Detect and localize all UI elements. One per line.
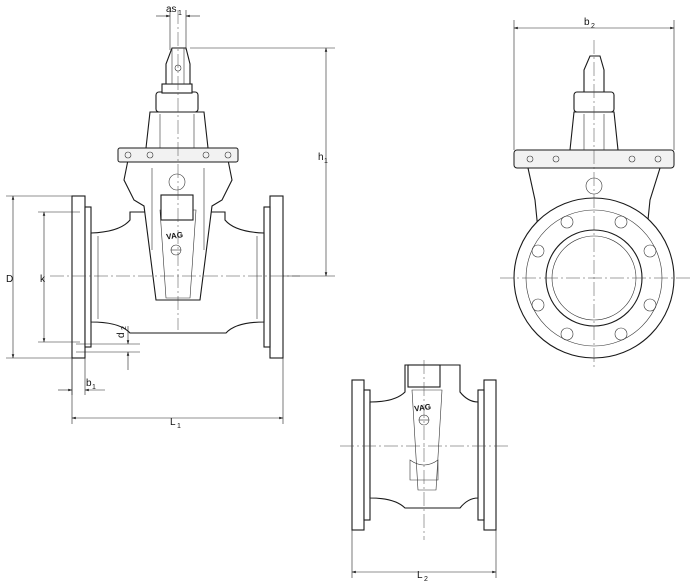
dim-d2-label: d [116,332,127,338]
dim-L2-label: L [417,570,423,581]
left-flange [71,195,86,359]
bottom-vag-logo-text: VAG [414,402,432,413]
dim-h1-sub: 1 [324,158,328,165]
dim-as1-sub: 1 [178,10,182,17]
bonnet-top [145,111,209,149]
stem-nut-housing [155,91,199,113]
bottom-left-flange [351,379,365,531]
vag-logo-text: VAG [166,230,184,241]
dim-d2-sub: 2 [121,326,128,330]
dim-b1-sub: 1 [92,384,96,391]
dim-h1-label: h [318,152,324,163]
bottom-view: VAG L 2 [340,360,508,583]
dim-L2-sub: 2 [424,576,428,583]
dim-L1-label: L [170,417,176,428]
side-view: b 2 [500,17,690,370]
dim-k-label: k [40,274,46,285]
front-view: VAG as 1 h 1 D [6,4,335,430]
dim-b2-sub: 2 [591,23,595,30]
inspection-window [160,194,194,221]
dim-L1-sub: 1 [177,423,181,430]
dim-b1-label: b [86,378,92,389]
bottom-right-flange [483,379,497,531]
dim-b2-label: b [584,17,590,28]
dim-as1-label: as [166,4,177,15]
right-flange [269,195,284,359]
dim-D-label: D [6,274,13,285]
